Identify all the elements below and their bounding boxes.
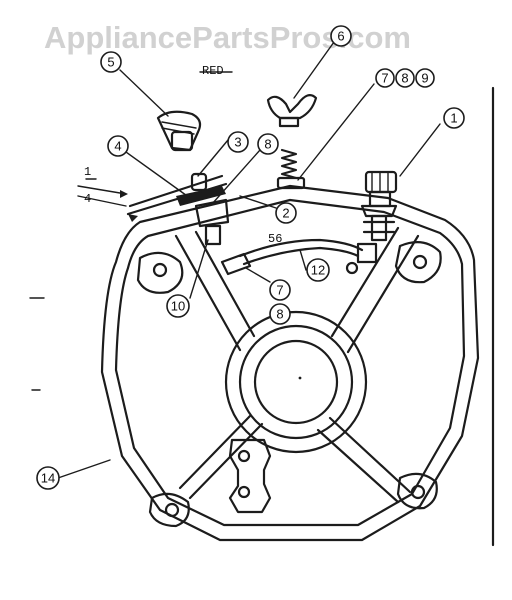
svg-text:4: 4 <box>114 139 121 154</box>
svg-text:6: 6 <box>337 29 344 44</box>
callout-7-lower: 7 <box>269 279 291 301</box>
hub-inner-bore <box>253 339 339 425</box>
callout-8-lower: 8 <box>269 303 291 325</box>
switch-stud-stack <box>126 172 230 246</box>
wire-gauge-label: 56 <box>268 232 282 246</box>
callout-14: 14 <box>36 466 60 490</box>
red-button-part-5 <box>156 110 202 152</box>
callout-8-top: 8 <box>395 68 415 88</box>
svg-text:7: 7 <box>381 71 388 86</box>
svg-text:8: 8 <box>401 71 408 86</box>
svg-text:8: 8 <box>276 307 283 322</box>
fraction-denominator: 4 <box>84 192 91 206</box>
bolt-boss-top-right <box>394 241 442 284</box>
svg-text:2: 2 <box>282 206 289 221</box>
wire-part-12 <box>220 238 364 276</box>
callout-2: 2 <box>275 202 297 224</box>
callout-1: 1 <box>443 107 465 129</box>
callout-5: 5 <box>100 51 122 73</box>
hub-mid-ring <box>238 324 354 440</box>
svg-text:14: 14 <box>41 471 55 486</box>
end-bell-housing <box>100 184 480 542</box>
svg-text:3: 3 <box>234 135 241 150</box>
red-label: RED <box>202 64 224 78</box>
svg-text:7: 7 <box>276 283 283 298</box>
leader-lines <box>57 41 441 479</box>
svg-text:1: 1 <box>450 111 457 126</box>
dimension-marker <box>77 178 138 222</box>
callout-8-mid: 8 <box>257 133 279 155</box>
bolt-boss-top-left <box>136 251 184 294</box>
bolt-boss-bottom-left <box>148 492 190 528</box>
spring-stud-stack <box>276 148 306 190</box>
callout-12: 12 <box>306 258 330 282</box>
wing-nut-part-6 <box>266 94 318 128</box>
callout-7-top: 7 <box>375 68 395 88</box>
callout-9: 9 <box>415 68 435 88</box>
svg-text:8: 8 <box>264 137 271 152</box>
svg-text:12: 12 <box>311 263 325 278</box>
svg-text:10: 10 <box>171 299 185 314</box>
svg-text:5: 5 <box>107 55 114 70</box>
mounting-lug <box>228 438 272 514</box>
terminal-post-part-1 <box>345 170 398 275</box>
hub-outer-ring <box>224 310 368 454</box>
callout-3: 3 <box>227 131 249 153</box>
callout-10: 10 <box>166 294 190 318</box>
svg-text:9: 9 <box>421 71 428 86</box>
callout-6: 6 <box>330 25 352 47</box>
callout-4: 4 <box>107 135 129 157</box>
bolt-boss-bottom-right <box>396 472 438 510</box>
fraction-numerator: 1 <box>84 165 91 179</box>
watermark-text: AppliancePartsPros.com <box>44 20 411 55</box>
